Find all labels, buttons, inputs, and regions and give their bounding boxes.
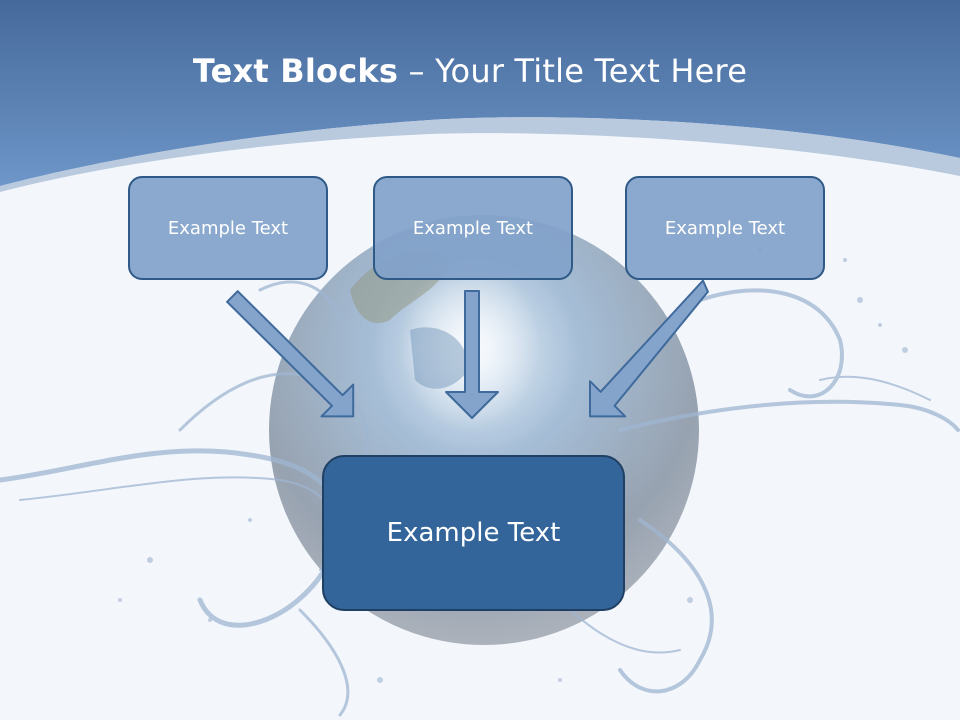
header-swoosh [0,117,960,192]
title-rest: Your Title Text Here [435,52,748,90]
arrow-left-diagonal [226,290,355,418]
text-block-1-label: Example Text [167,217,289,239]
arrow-center-down [445,290,499,419]
main-text-block-label: Example Text [386,518,561,548]
main-text-block: Example Text [322,455,625,611]
text-block-1: Example Text [128,176,328,280]
arrow-right-diagonal [589,279,709,418]
text-block-3-label: Example Text [664,217,786,239]
title-dash: – [398,52,436,90]
page-title: Text Blocks – Your Title Text Here [0,52,940,90]
header-band [0,0,960,186]
text-block-3: Example Text [625,176,825,280]
arrows [226,279,709,419]
text-block-2-label: Example Text [412,217,534,239]
text-block-2: Example Text [373,176,573,280]
title-bold: Text Blocks [192,52,399,90]
